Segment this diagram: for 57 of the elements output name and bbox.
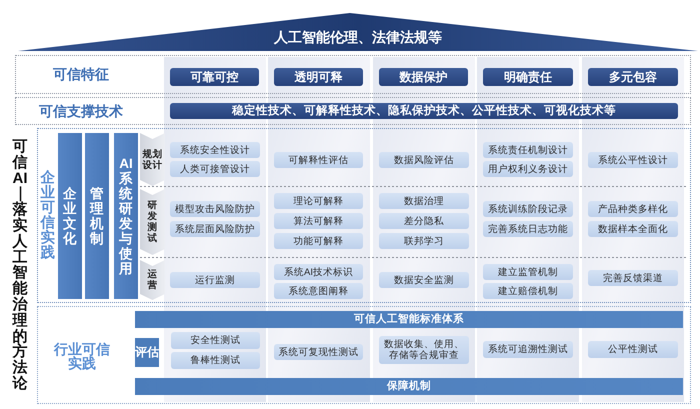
practice-cell: 可解释性评估: [274, 152, 363, 168]
practice-cell: 建立监管机制: [483, 264, 573, 280]
practice-cell: 运行监测: [170, 272, 260, 288]
practice-cell: 系统责任机制设计: [483, 142, 573, 158]
standard-bar: 保障机制: [135, 378, 683, 395]
standard-bar: 可信人工智能标准体系: [135, 311, 683, 328]
practice-cell: 数据治理: [379, 193, 469, 209]
section-frame: [15, 97, 691, 125]
trait-pill: 数据保护: [379, 68, 468, 86]
practice-cell: 数据样本全面化: [588, 221, 678, 237]
practice-cell: 系统层面风险防护: [170, 221, 260, 237]
section-heading: 可信特征: [52, 65, 110, 84]
section-frame: [37, 128, 691, 303]
practice-cell: 系统安全性设计: [170, 142, 260, 158]
practice-cell: 模型攻击风险防护: [170, 201, 260, 217]
practice-cell: 数据风险评估: [379, 152, 469, 168]
stage-tab: 规划设计: [140, 133, 165, 186]
trait-pill: 明确责任: [483, 68, 573, 86]
practice-cell: 系统可追溯性测试: [483, 341, 573, 358]
practice-cell: 数据安全监测: [379, 272, 469, 288]
practice-cell: 算法可解释: [274, 213, 363, 229]
vertical-title: 可信AI—落实人工智能治理的方法论: [10, 139, 30, 392]
evaluation-box: 评估: [135, 338, 159, 367]
practice-cell: 系统公平性设计: [588, 152, 678, 168]
practice-cell: 完善反馈渠道: [588, 270, 678, 286]
practice-cell: 功能可解释: [274, 233, 363, 249]
section-heading: 可信支撑技术: [38, 102, 124, 121]
stage-tab: 研发测试: [140, 189, 165, 255]
practice-cell: 安全性测试: [171, 332, 260, 349]
practice-cell: 完善系统日志功能: [483, 221, 573, 237]
practice-cell: 人类可接管设计: [170, 161, 260, 177]
practice-cell: 产品种类多样化: [588, 201, 678, 217]
practice-cell: 建立赔偿机制: [483, 283, 573, 299]
pillar-bar: AI系统研发与使用: [114, 133, 138, 299]
roof-banner: 人工智能伦理、法律法规等: [18, 13, 698, 51]
practice-cell: 理论可解释: [274, 193, 363, 209]
trait-pill: 透明可释: [274, 68, 363, 86]
stage-tab: 运营: [140, 260, 165, 300]
practice-cell: 用户权利义务设计: [483, 161, 573, 177]
section-heading: 企业可信实践: [40, 169, 56, 263]
technology-bar: 稳定性技术、可解释性技术、隐私保护技术、公平性技术、可视化技术等: [170, 103, 678, 119]
pillar-bar: 企业文化: [58, 133, 82, 299]
practice-cell: 系统可复现性测试: [274, 344, 363, 360]
trait-pill: 多元包容: [588, 68, 678, 86]
section-frame: [37, 306, 691, 404]
section-frame: [15, 55, 691, 94]
section-heading: 行业可信实践: [52, 340, 111, 373]
practice-cell: 公平性测试: [588, 341, 678, 358]
practice-cell: 联邦学习: [379, 233, 469, 249]
practice-cell: 差分隐私: [379, 213, 469, 229]
pillar-bar: 管理机制: [85, 133, 109, 299]
trait-pill: 可靠可控: [170, 68, 259, 86]
practice-cell: 鲁棒性测试: [171, 352, 260, 369]
practice-cell: 系统训练阶段记录: [483, 201, 573, 217]
practice-cell: 数据收集、使用、存储等合规审查: [379, 336, 469, 364]
practice-cell: 系统AI技术标识: [274, 264, 363, 280]
practice-cell: 系统意图阐释: [274, 283, 363, 299]
